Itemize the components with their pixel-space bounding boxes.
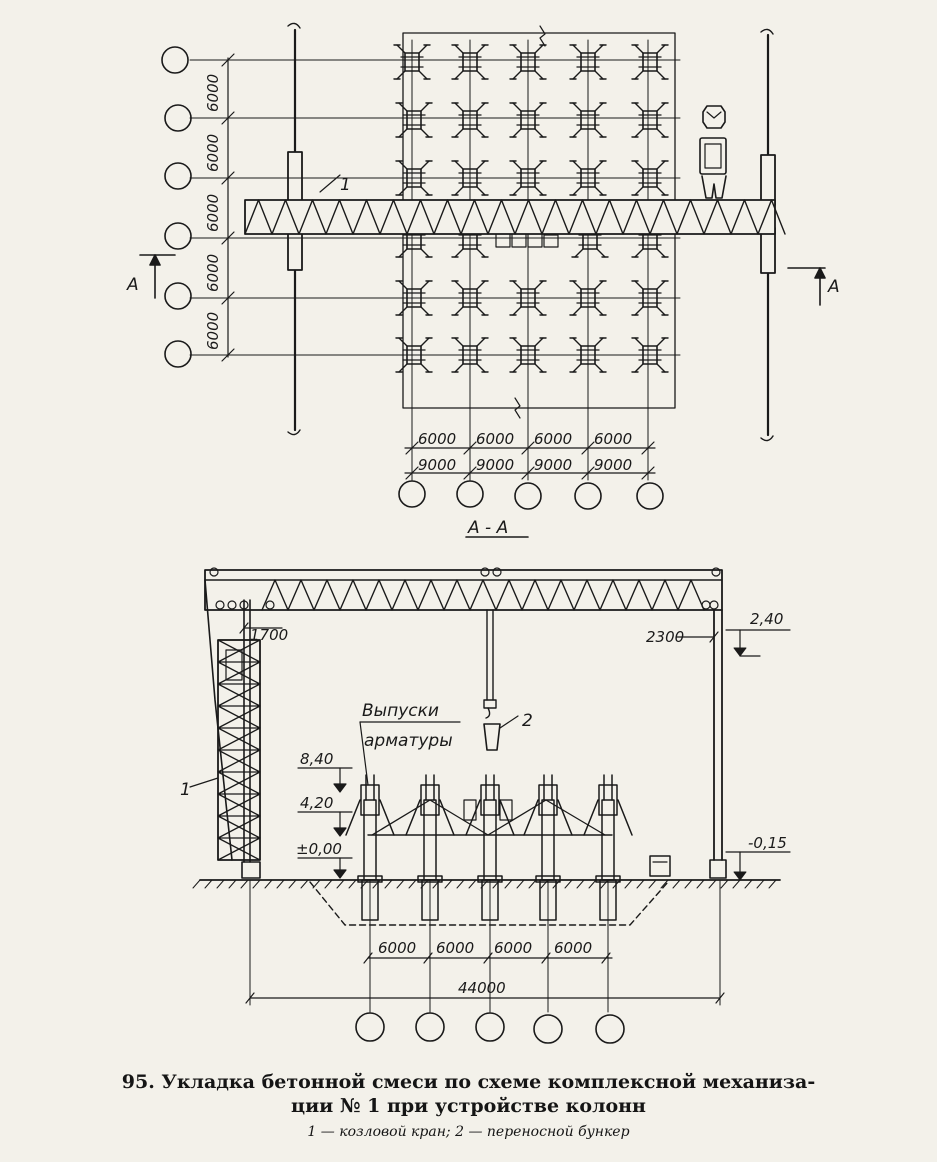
section-axis-bubbles	[355, 1012, 625, 1044]
plan-bottom-dim-bottom: 9000	[534, 456, 572, 474]
section-column-part	[423, 799, 437, 881]
plan-bottom-dim-bottom: 9000	[418, 456, 456, 474]
rebar-label-line2: арматуры	[364, 731, 453, 751]
plan-crane-bridge	[244, 199, 786, 235]
section-column-part	[598, 784, 618, 816]
section-column-part	[379, 799, 395, 836]
hopper-label: 2	[522, 711, 533, 731]
plan-bottom-dim-top: 6000	[534, 430, 572, 448]
section-column-part	[538, 784, 558, 816]
level-2-40: 2,40	[750, 610, 783, 628]
plan-concrete-vehicle	[699, 105, 727, 199]
section-column-part	[480, 784, 500, 816]
figure-legend: 1 — козловой кран; 2 — переносной бункер	[307, 1124, 630, 1140]
plan-left-dim: 6000	[204, 312, 222, 350]
section-column-part	[583, 799, 599, 836]
level-0-00: ±0,00	[296, 840, 342, 858]
section-bottom-dim: 6000	[554, 939, 592, 957]
plan-bottom-dim-top: 6000	[594, 430, 632, 448]
section-column-part	[601, 799, 615, 881]
section-column-part	[345, 799, 361, 836]
section-crane-bridge	[204, 569, 723, 611]
caption-line-1: 95. Укладка бетонной смеси по схеме комп…	[121, 1071, 816, 1093]
section-axis-lines	[369, 879, 609, 1013]
section-column-part	[523, 799, 539, 836]
plan-bottom-dim-top: 6000	[476, 430, 514, 448]
plan-left-dim: 6000	[204, 254, 222, 292]
plan-left-dim: 6000	[204, 134, 222, 172]
dim-2300: 2300	[646, 628, 684, 646]
section-bottom-dim: 6000	[494, 939, 532, 957]
plan-view	[139, 22, 826, 510]
plan-bottom-dim-bottom: 9000	[476, 456, 514, 474]
section-column-part	[439, 799, 455, 836]
plan-left-axis-bubbles	[161, 46, 192, 368]
section-column-part	[483, 799, 497, 881]
level-minus-0-15: -0,15	[748, 834, 787, 852]
plan-grid-cols	[411, 39, 649, 481]
section-column-part	[405, 799, 421, 836]
section-column-part	[465, 799, 481, 836]
plan-grid-rows	[189, 59, 681, 356]
plan-bottom-axis-bubbles	[398, 480, 664, 510]
right-crane-leg-top	[760, 154, 776, 206]
left-crane-leg-top	[287, 151, 303, 203]
section-column-part	[499, 799, 515, 836]
section-column-part	[557, 799, 573, 836]
plan-bottom-dim-bottom: 9000	[594, 456, 632, 474]
section-title: А - А	[467, 518, 508, 538]
section-view	[189, 536, 791, 1044]
section-mark-right	[787, 267, 826, 306]
section-mark-left	[139, 254, 176, 299]
plan-left-dimensions: 6000 6000 6000 6000 6000	[204, 74, 222, 350]
plan-left-dim: 6000	[204, 74, 222, 112]
section-bottom-dim: 6000	[378, 939, 416, 957]
section-equipment	[649, 855, 671, 877]
plan-bottom-dim-top: 6000	[418, 430, 456, 448]
section-mark-left-label: A	[126, 275, 139, 295]
section-column-part	[360, 784, 380, 816]
section-columns	[345, 774, 633, 921]
section-column-part	[617, 799, 633, 836]
section-left-leg	[204, 579, 261, 879]
level-4-20: 4,20	[300, 794, 333, 812]
caption-line-2: ции № 1 при устройстве колонн	[291, 1095, 646, 1117]
section-total-dim: 44000	[458, 979, 506, 997]
section-column-part	[420, 784, 440, 816]
rebar-label-line1: Выпуски	[362, 701, 439, 721]
level-8-40: 8,40	[300, 750, 333, 768]
section-crane-label: 1	[180, 780, 191, 800]
section-column-part	[363, 799, 377, 881]
plan-crane-label: 1	[340, 175, 351, 195]
plan-bottom-dimensions: 6000 6000 6000 6000 9000 9000 9000 9000	[418, 430, 632, 474]
plan-left-dim: 6000	[204, 194, 222, 232]
section-bottom-dim: 6000	[436, 939, 474, 957]
figure-caption: 95. Укладка бетонной смеси по схеме комп…	[0, 1070, 937, 1118]
section-right-leg	[709, 609, 727, 879]
section-column-part	[541, 799, 555, 881]
dim-1700: 1700	[250, 626, 288, 644]
section-mark-right-label: A	[827, 277, 840, 297]
section-hook-hopper	[483, 609, 519, 751]
